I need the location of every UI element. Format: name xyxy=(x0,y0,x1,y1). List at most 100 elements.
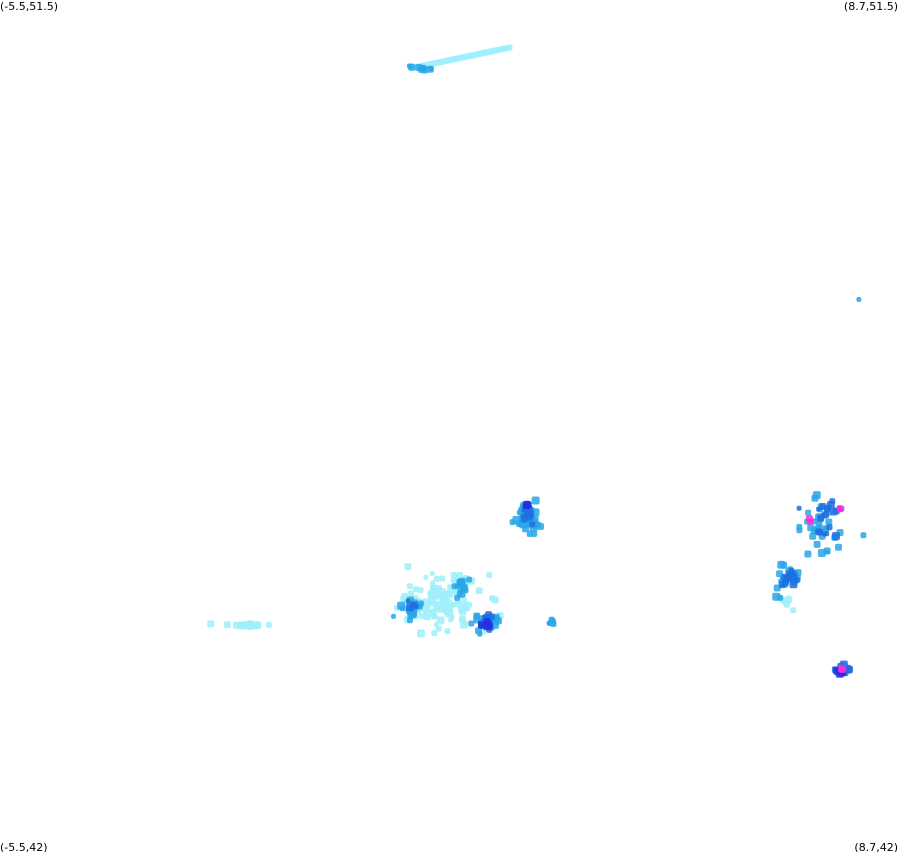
corner-label-bottom-right: (8.7,42) xyxy=(854,841,898,852)
cluster-west-core-b[interactable] xyxy=(405,598,419,612)
corner-label-top-right: (8.7,51.5) xyxy=(843,0,898,13)
data-point xyxy=(815,528,823,536)
data-point xyxy=(838,664,847,673)
data-point xyxy=(426,65,434,73)
data-point xyxy=(417,629,425,638)
data-point xyxy=(788,567,795,574)
data-point xyxy=(397,601,406,610)
cluster-east-ne-core[interactable] xyxy=(796,498,840,540)
data-point xyxy=(439,575,446,582)
data-point xyxy=(524,501,532,509)
cluster-channel-line-start[interactable] xyxy=(406,63,434,74)
data-point xyxy=(483,618,491,626)
data-point xyxy=(491,596,499,604)
data-point xyxy=(815,520,823,528)
data-point xyxy=(431,630,438,637)
cluster-east-ne-hot-b[interactable] xyxy=(805,515,814,525)
data-point xyxy=(824,531,830,537)
data-point xyxy=(429,571,435,577)
data-point xyxy=(419,613,426,620)
data-point xyxy=(444,628,451,635)
data-point xyxy=(804,550,812,558)
data-point xyxy=(417,587,424,594)
data-point xyxy=(832,532,840,540)
data-point xyxy=(423,575,429,580)
cluster-east-se-hot[interactable] xyxy=(838,664,847,673)
data-point xyxy=(424,602,431,609)
data-point xyxy=(406,583,413,590)
data-point xyxy=(461,597,468,604)
data-point xyxy=(813,540,821,548)
data-point xyxy=(485,611,493,619)
data-point xyxy=(777,560,786,569)
data-point xyxy=(790,607,797,614)
data-point xyxy=(474,613,481,620)
data-point xyxy=(537,523,544,530)
data-point xyxy=(401,592,409,600)
data-point xyxy=(506,44,513,51)
data-point xyxy=(265,621,272,628)
data-point xyxy=(408,590,414,597)
data-point xyxy=(486,572,493,578)
cluster-east-mid-core[interactable] xyxy=(778,567,800,589)
data-point xyxy=(809,532,817,540)
data-point xyxy=(412,586,419,593)
data-point xyxy=(440,598,449,607)
data-point xyxy=(431,612,438,619)
data-point xyxy=(436,616,445,625)
data-point xyxy=(433,575,440,582)
data-point xyxy=(456,572,464,579)
cluster-east-mid-trail[interactable] xyxy=(779,595,797,614)
data-point xyxy=(427,590,434,597)
cluster-east-ne-hot-a[interactable] xyxy=(836,505,844,513)
data-point xyxy=(449,601,456,608)
data-point xyxy=(835,543,842,551)
cluster-west-core-c[interactable] xyxy=(451,576,472,601)
data-point xyxy=(525,512,531,518)
data-point xyxy=(466,576,472,583)
cluster-isolated-east[interactable] xyxy=(856,297,862,302)
data-point xyxy=(825,518,833,526)
cluster-north-mid-c[interactable] xyxy=(522,500,532,509)
data-point xyxy=(404,563,412,571)
data-point xyxy=(812,491,821,500)
data-point xyxy=(860,532,867,539)
data-point xyxy=(475,587,483,595)
data-point xyxy=(458,608,464,614)
data-point xyxy=(526,531,533,537)
cluster-west-core-f[interactable] xyxy=(477,618,493,631)
data-point xyxy=(458,616,466,623)
data-point xyxy=(531,531,538,537)
data-point xyxy=(233,621,240,629)
data-point xyxy=(207,620,215,628)
data-point xyxy=(790,573,798,580)
data-point xyxy=(438,593,446,601)
data-point xyxy=(550,621,557,627)
data-point xyxy=(475,627,482,635)
data-point xyxy=(805,515,813,523)
cluster-far-west[interactable] xyxy=(207,620,272,631)
data-point xyxy=(437,587,443,593)
data-point xyxy=(252,621,261,630)
data-point xyxy=(391,613,396,619)
data-point xyxy=(830,508,838,516)
data-point xyxy=(405,598,411,604)
data-point xyxy=(448,617,454,623)
data-point xyxy=(461,602,469,610)
data-point xyxy=(796,523,803,530)
cluster-mid-small[interactable] xyxy=(546,616,557,627)
data-point xyxy=(826,524,833,531)
data-point xyxy=(856,297,862,302)
data-point xyxy=(239,622,245,627)
data-point xyxy=(826,501,835,510)
data-point xyxy=(445,609,454,618)
data-point xyxy=(458,590,466,598)
data-point xyxy=(223,621,231,629)
data-point xyxy=(846,664,852,670)
data-point xyxy=(531,496,540,505)
data-point xyxy=(529,521,536,528)
data-point xyxy=(430,580,435,586)
data-point xyxy=(419,64,425,70)
